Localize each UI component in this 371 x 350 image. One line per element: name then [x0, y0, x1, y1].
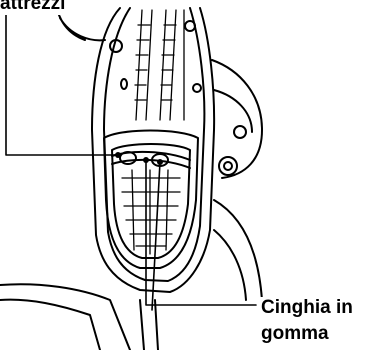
- strap-loop-left: [120, 152, 136, 164]
- tool-bag-texture: [122, 170, 180, 254]
- cover-ribbing: [135, 10, 184, 120]
- callout-tool-bag-label: attrezzi: [0, 0, 69, 15]
- bottom-left-part: [0, 284, 130, 350]
- leader-tool-bag: [6, 14, 118, 155]
- mount-slot: [121, 79, 127, 89]
- mount-hole-mid: [193, 84, 201, 92]
- engine-part-edge: [214, 90, 252, 132]
- leader-rubber-strap-2: [152, 162, 160, 310]
- callout-rubber-strap-label-line2: gomma: [258, 323, 332, 345]
- lower-frame: [214, 200, 262, 300]
- engine-part-outline: [212, 60, 262, 178]
- leader-dot-tool-bag: [115, 152, 121, 158]
- callout-leaders: [6, 14, 256, 310]
- leader-dot-strap-2: [157, 159, 163, 165]
- mount-hole-top-right: [185, 21, 195, 31]
- bottom-mid-part: [140, 300, 158, 350]
- leader-dot-strap-1: [143, 157, 149, 163]
- side-cover-outline: [92, 8, 214, 292]
- bolt-right: [234, 126, 246, 138]
- bolt-lower: [219, 157, 237, 175]
- bolt-lower-inner: [224, 162, 232, 170]
- callout-rubber-strap-label-line1: Cinghia in: [258, 297, 356, 319]
